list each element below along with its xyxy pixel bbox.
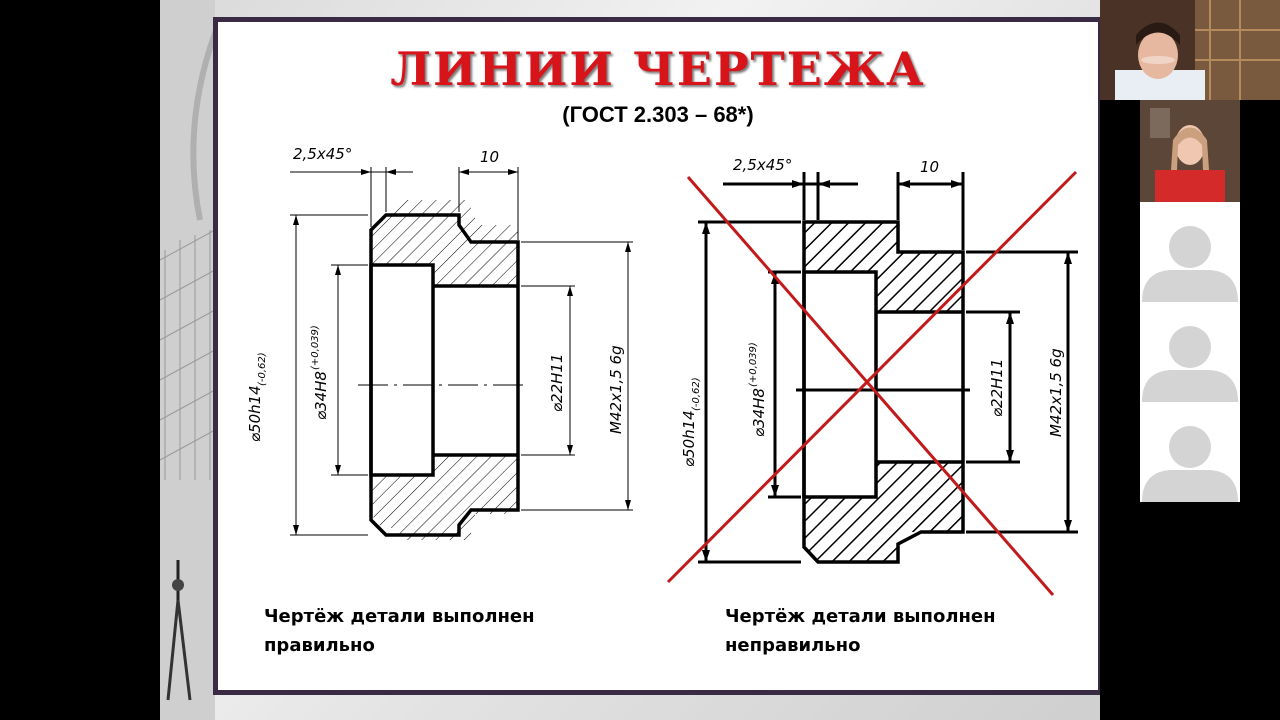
participant-avatar-tile[interactable] (1140, 202, 1240, 302)
participant-avatar-tile[interactable] (1140, 302, 1240, 402)
hole-diameter-label: ⌀22H11 (988, 359, 1006, 417)
thread-label: M42x1,5 6g (607, 345, 625, 434)
chamfer-label: 2,5x45° (293, 145, 352, 163)
participant-avatar-tile[interactable] (1140, 402, 1240, 502)
bore-diameter-label: ⌀34H8 (312, 371, 330, 420)
presentation-slide: ЛИНИИ ЧЕРТЕЖА (ГОСТ 2.303 – 68*) (213, 17, 1100, 695)
bore-diameter-label: ⌀34H8 (750, 388, 768, 437)
slide-title: ЛИНИИ ЧЕРТЕЖА (390, 42, 926, 96)
compass-icon (166, 560, 192, 701)
chamfer-label: 2,5x45° (733, 156, 792, 174)
participant-video-tile[interactable] (1140, 100, 1240, 202)
hole-diameter-label: ⌀22H11 (548, 354, 566, 412)
thread-label: M42x1,5 6g (1047, 348, 1065, 437)
bore-diameter-tolerance: (+0,039) (310, 325, 321, 370)
cross-out-mark (666, 170, 1078, 596)
avatar-placeholder-icon (1142, 326, 1238, 402)
outer-diameter-tolerance: (-0,62) (691, 377, 702, 411)
participants-panel (1100, 0, 1280, 720)
participant-video-tile[interactable] (1100, 0, 1280, 100)
correct-part-drawing: 2,5x45° 10 ⌀50h14 (-0,62) ⌀34H8 (+0,039)… (246, 145, 633, 540)
outer-diameter-label: ⌀50h14 (680, 410, 698, 467)
width-label: 10 (920, 158, 939, 176)
outer-diameter-tolerance: (-0,62) (257, 352, 268, 386)
screen-share-area: ЛИНИИ ЧЕРТЕЖА (ГОСТ 2.303 – 68*) (160, 0, 1100, 720)
incorrect-part-drawing: 2,5x45° 10 ⌀50h14 (-0,62) ⌀34H8 (+0,039)… (666, 156, 1078, 596)
width-label: 10 (480, 148, 499, 166)
person-icon (1100, 0, 1280, 100)
correct-caption: Чертёж детали выполнен правильно (264, 606, 535, 656)
outer-diameter-label: ⌀50h14 (246, 385, 264, 442)
bore-diameter-tolerance: (+0,039) (748, 342, 759, 387)
avatar-placeholder-icon (1142, 226, 1238, 302)
incorrect-caption: Чертёж детали выполнен неправильно (725, 606, 996, 656)
slide-subtitle: (ГОСТ 2.303 – 68*) (562, 102, 754, 127)
person-icon (1140, 100, 1240, 202)
avatar-placeholder-icon (1142, 426, 1238, 502)
